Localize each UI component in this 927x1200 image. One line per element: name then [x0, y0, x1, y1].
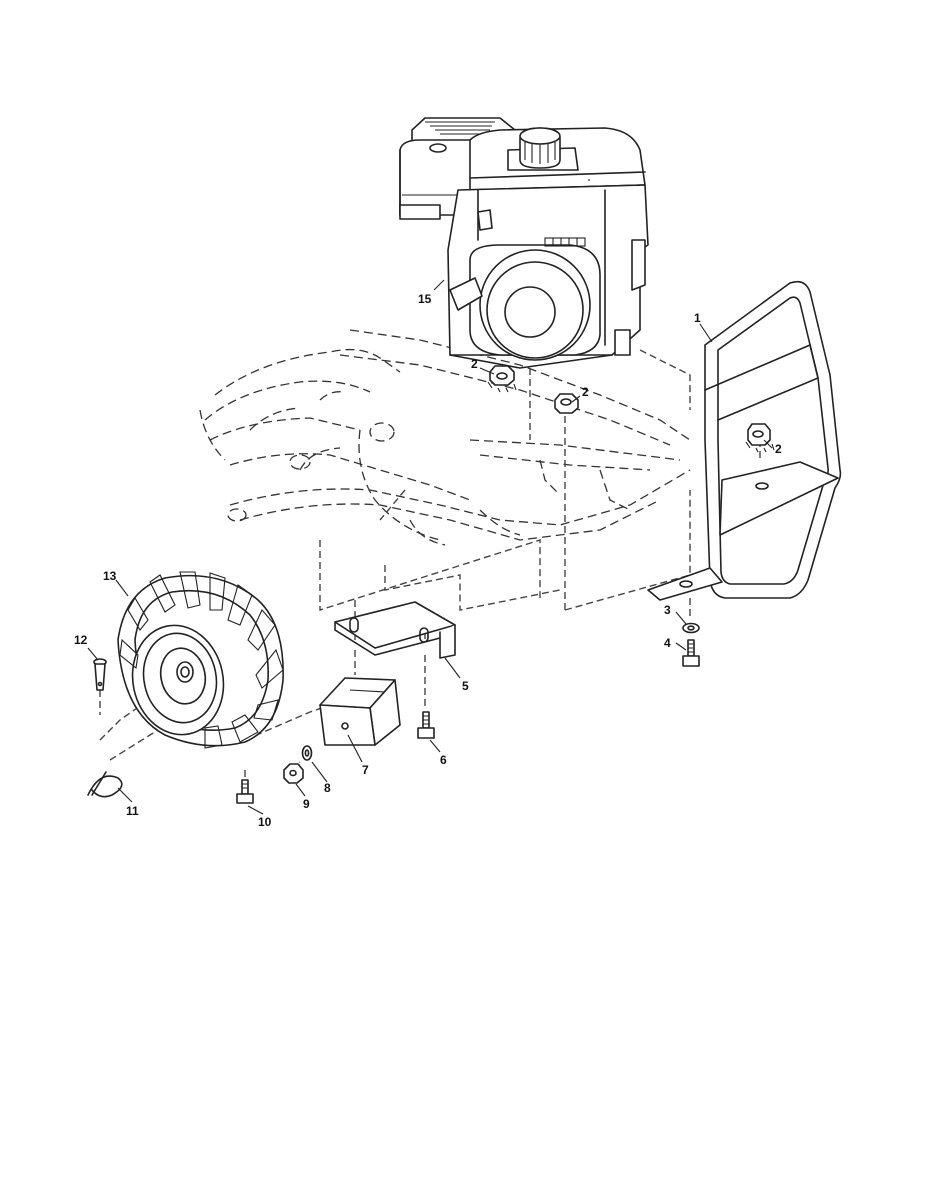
- washer: [682, 622, 700, 634]
- tiller-frame-phantom: [199, 329, 691, 546]
- part-label-15: 15: [418, 292, 432, 306]
- bolt-left: [236, 779, 254, 804]
- part-labels: 1 2 2 2 3 4 5 6 7 8 9 10 11 12 13 15: [74, 292, 782, 829]
- part-label-5: 5: [462, 679, 469, 693]
- part-label-2-left: 2: [471, 357, 478, 371]
- front-bumper-guard: [647, 280, 842, 601]
- part-label-11: 11: [126, 804, 139, 818]
- part-label-8: 8: [324, 781, 331, 795]
- tire-and-wheel: [117, 571, 284, 749]
- mounting-bracket: [334, 601, 456, 659]
- part-label-6: 6: [440, 753, 447, 767]
- part-label-10: 10: [258, 815, 272, 829]
- clevis-pin: [93, 658, 107, 691]
- engine: [399, 117, 649, 369]
- part-label-12: 12: [74, 633, 88, 647]
- flange-nut-center: [554, 393, 579, 414]
- leader-lines: [87, 279, 773, 815]
- bolt-right: [682, 639, 700, 667]
- part-label-13: 13: [103, 569, 117, 583]
- lock-washer: [301, 745, 313, 761]
- part-label-9: 9: [303, 797, 310, 811]
- part-label-4: 4: [664, 636, 671, 650]
- part-label-2-center: 2: [582, 385, 589, 399]
- flange-nut-left: [487, 365, 517, 393]
- part-label-3: 3: [664, 603, 671, 617]
- part-label-2-right: 2: [775, 442, 782, 456]
- bolt-center: [417, 711, 435, 739]
- part-label-7: 7: [362, 763, 369, 777]
- wheel-weight: [319, 677, 401, 746]
- flange-nut-right: [745, 423, 775, 453]
- hex-nut: [283, 763, 304, 784]
- part-label-1: 1: [694, 311, 701, 325]
- hairpin-clip: [87, 771, 123, 798]
